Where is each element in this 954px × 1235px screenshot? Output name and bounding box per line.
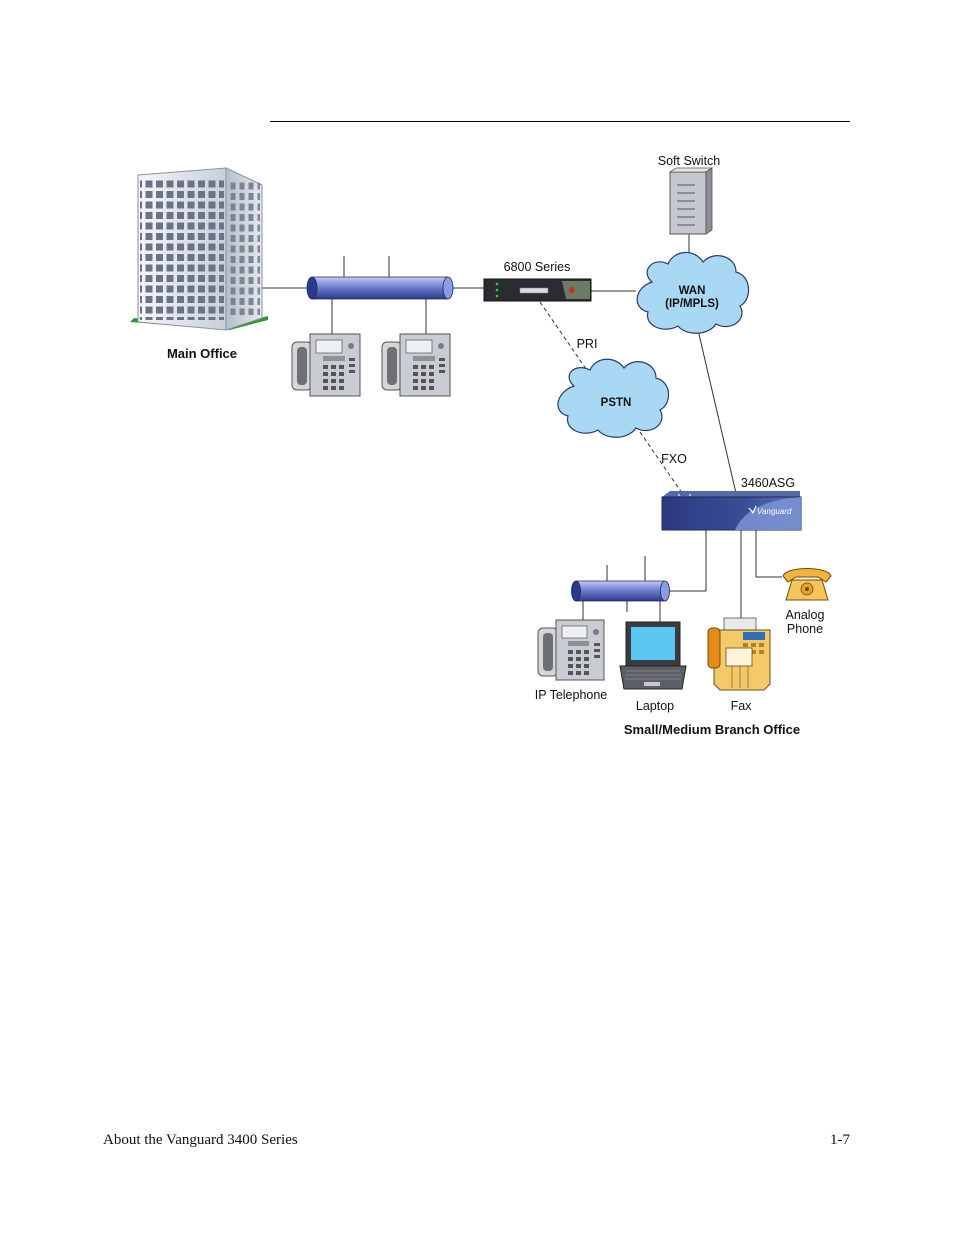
analog-phone-label-line1: Analog <box>786 608 825 622</box>
vanguard-logo-text: Vanguard <box>757 507 792 516</box>
ip-telephone-label: IP Telephone <box>535 688 608 702</box>
fax-label: Fax <box>731 699 753 713</box>
branch-office-label: Small/Medium Branch Office <box>624 722 800 737</box>
analog-phone-icon <box>782 568 832 601</box>
fax-icon <box>707 617 771 691</box>
wan-label: WAN <box>679 285 706 297</box>
laptop-label: Laptop <box>636 699 674 713</box>
6800-series-label: 6800 Series <box>504 260 571 274</box>
pri-label: PRI <box>577 337 598 351</box>
wan-cloud-icon <box>636 251 750 334</box>
wan-sublabel: (IP/MPLS) <box>665 298 719 310</box>
fxo-dashed-link <box>639 431 683 494</box>
ip-telephone-icon <box>537 619 605 681</box>
laptop-icon <box>619 621 687 690</box>
header-rule <box>270 121 850 122</box>
main-office-label: Main Office <box>167 346 237 361</box>
pstn-label: PSTN <box>601 397 632 409</box>
page-number: 1-7 <box>830 1132 850 1148</box>
network-diagram: Main Office <box>130 154 832 737</box>
soft-switch-server-icon <box>668 167 714 235</box>
soft-switch-label: Soft Switch <box>658 154 721 168</box>
3460asg-router-icon: Vanguard <box>661 491 802 531</box>
branch-lan-segment <box>571 580 670 602</box>
pstn-cloud-icon <box>557 358 670 438</box>
fxo-label: FXO <box>661 452 687 466</box>
main-office-building-icon <box>130 167 268 331</box>
analog-phone-label-line2: Phone <box>787 622 823 636</box>
ip-phone-icon <box>291 333 361 397</box>
footer-title: About the Vanguard 3400 Series <box>103 1132 298 1148</box>
ip-phone-icon <box>381 333 451 397</box>
wan-to-asg-link <box>697 329 737 494</box>
main-office-lan-segment <box>306 276 454 300</box>
3460asg-label: 3460ASG <box>741 476 795 490</box>
6800-series-router-icon <box>483 278 592 302</box>
